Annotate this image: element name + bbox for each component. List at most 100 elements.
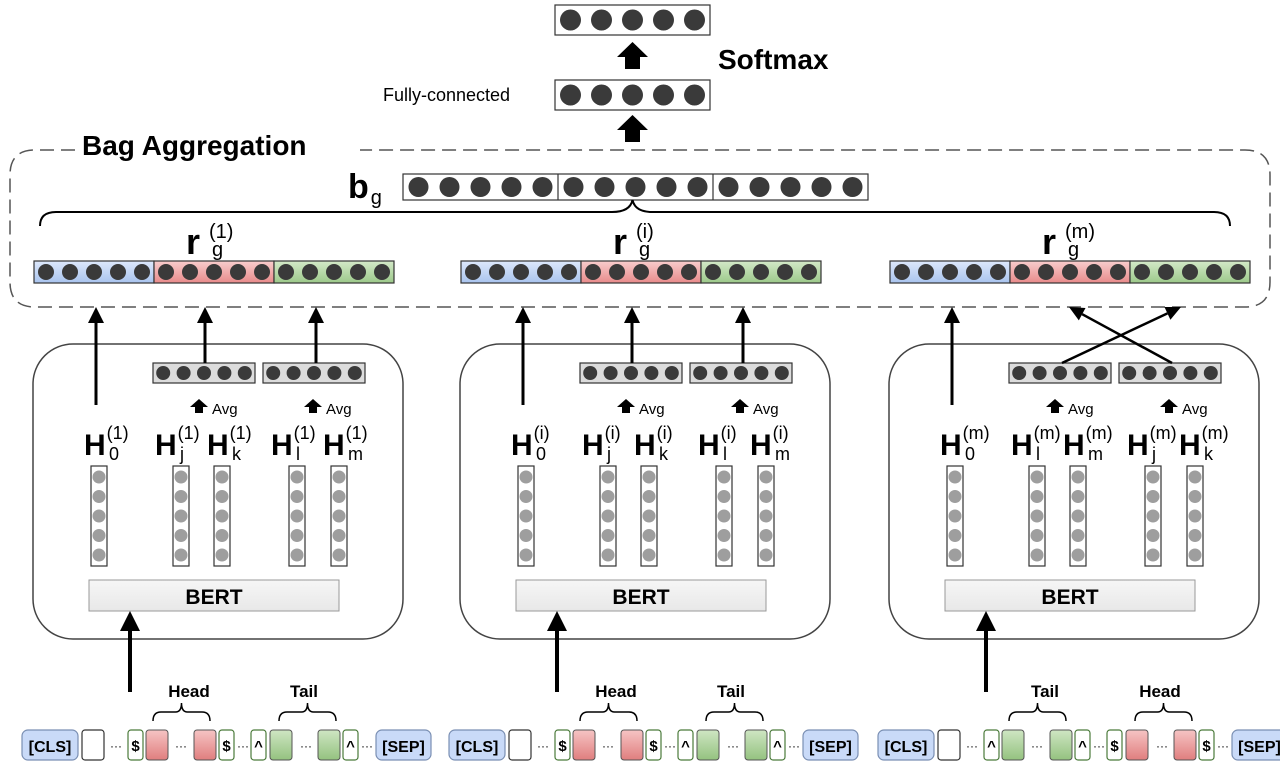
ellipsis: ··· — [727, 739, 739, 753]
instance-encoder-box — [32, 343, 404, 640]
entity-token — [1049, 729, 1073, 761]
entity-token — [1173, 729, 1197, 761]
neuron-dot — [591, 84, 612, 106]
neuron-dot — [749, 177, 770, 197]
neuron-dot — [278, 264, 294, 280]
rg-vector — [33, 260, 395, 284]
neuron-dot — [642, 509, 656, 523]
marker-token-label: ^ — [681, 738, 690, 755]
neuron-dot — [1073, 366, 1088, 380]
sep-token — [1231, 729, 1280, 761]
rg-superscript: (1) — [209, 221, 233, 243]
span-brace — [1008, 702, 1067, 722]
neuron-dot — [332, 509, 346, 523]
neuron-dot — [684, 84, 705, 106]
avg-arrow-icon — [731, 399, 749, 413]
neuron-dot — [717, 529, 731, 542]
neuron-dot — [215, 490, 229, 503]
arrow-cls-icon — [944, 307, 960, 405]
span-label-first_label: Head — [595, 682, 637, 701]
fully-connected-label: Fully-connected — [383, 85, 510, 105]
neuron-dot — [653, 84, 674, 106]
span-label-second_label: Head — [1139, 682, 1181, 701]
neuron-dot — [601, 548, 615, 562]
neuron-dot — [290, 548, 304, 562]
pair2-second-label: H(1) — [323, 423, 368, 462]
marker-token-label: $ — [1110, 738, 1119, 755]
neuron-dot — [92, 509, 106, 523]
neuron-dot — [290, 509, 304, 523]
plain-token — [81, 729, 105, 761]
neuron-dot — [1110, 264, 1126, 280]
neuron-dot — [1183, 366, 1198, 380]
avg-arrow-icon — [1160, 399, 1178, 413]
neuron-dot — [537, 264, 553, 280]
arrow-input-icon — [547, 611, 567, 692]
marker-token — [554, 729, 571, 761]
neuron-dot — [286, 366, 301, 380]
ellipsis: ··· — [1217, 739, 1229, 753]
sep-token-label: [SEP] — [382, 739, 425, 756]
plain-token — [508, 729, 532, 761]
neuron-dot — [1062, 264, 1078, 280]
neuron-dot — [759, 509, 773, 523]
pair1-first-label: H(m) — [1011, 423, 1061, 462]
span-brace — [278, 702, 337, 722]
neuron-dot — [1230, 264, 1246, 280]
avg-label-1: Avg — [1068, 401, 1094, 418]
pair1-first-label: H(i) — [582, 423, 621, 462]
neuron-dot — [718, 177, 739, 197]
arrow-cross1-icon — [1061, 307, 1181, 365]
entity-token — [1001, 729, 1025, 761]
bert-box — [515, 579, 767, 612]
rg-superscript: (i) — [636, 221, 654, 243]
avg-label-2: Avg — [753, 401, 779, 418]
neuron-dot — [156, 366, 171, 380]
avg-label-1: Avg — [639, 401, 665, 418]
neuron-dot — [1012, 366, 1027, 380]
hidden-state-column — [172, 465, 190, 567]
rg-superscript: (m) — [1065, 221, 1095, 243]
neuron-dot — [624, 366, 638, 380]
hidden-state-column — [1028, 465, 1046, 567]
neuron-dot — [1134, 264, 1150, 280]
neuron-dot — [237, 366, 252, 380]
entity-token — [620, 729, 644, 761]
arrow-pool2-icon — [308, 307, 324, 363]
arrow-fc-icon — [617, 115, 648, 142]
neuron-dot — [894, 264, 910, 280]
neuron-dot — [332, 470, 346, 484]
neuron-dot — [1030, 548, 1044, 562]
hidden-state-column — [946, 465, 964, 567]
neuron-dot — [642, 490, 656, 503]
neuron-dot — [801, 264, 817, 280]
cls-token-label: [CLS] — [456, 739, 499, 756]
entity-token — [145, 729, 169, 761]
neuron-dot — [642, 548, 656, 562]
neuron-dot — [215, 509, 229, 523]
ellipsis: ··· — [361, 739, 373, 753]
pair1-second-label-subscript: m — [1088, 444, 1103, 464]
neuron-dot — [230, 264, 246, 280]
neuron-dot — [948, 509, 962, 523]
neuron-dot — [182, 264, 198, 280]
bag-aggregation-box — [9, 149, 1271, 308]
neuron-dot — [302, 264, 318, 280]
ellipsis: ··· — [300, 739, 312, 753]
ellipsis: ··· — [175, 739, 187, 753]
neuron-dot — [1142, 366, 1157, 380]
marker-token-label: $ — [649, 738, 658, 755]
neuron-dot — [1086, 264, 1102, 280]
marker-token — [250, 729, 267, 761]
neuron-dot — [561, 264, 577, 280]
neuron-dot — [1122, 366, 1137, 380]
neuron-dot — [332, 548, 346, 562]
arrow-pool1-icon — [624, 307, 640, 363]
arrow-input-icon — [120, 611, 140, 692]
neuron-dot — [134, 264, 150, 280]
marker-token-label: ^ — [987, 738, 996, 755]
neuron-dot — [622, 84, 643, 106]
neuron-dot — [729, 264, 745, 280]
